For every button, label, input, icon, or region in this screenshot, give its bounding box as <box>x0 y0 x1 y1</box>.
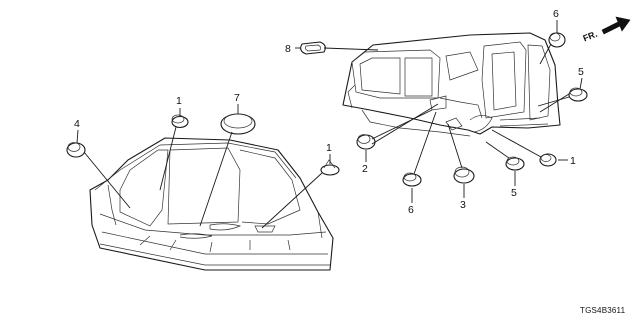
vehicle-body-illustration <box>342 32 561 137</box>
callout-7: 7 <box>234 92 240 104</box>
grommet-part-2 <box>356 134 376 150</box>
callout-6b: 6 <box>408 204 414 216</box>
callout-2: 2 <box>362 163 368 175</box>
callout-1c: 1 <box>570 155 576 167</box>
callout-5b: 5 <box>511 187 517 199</box>
grommet-part-1b <box>320 159 340 176</box>
front-direction-label: FR. <box>581 29 598 44</box>
callout-numbers: 1 1 1 2 3 4 5 5 6 6 7 8 <box>74 8 584 216</box>
callout-8: 8 <box>285 43 291 55</box>
grommet-part-3 <box>453 166 475 184</box>
grommet-part-1c <box>539 153 557 167</box>
callout-4: 4 <box>74 118 80 130</box>
plug-part-7 <box>220 113 256 135</box>
grommet-part-4 <box>66 142 86 158</box>
front-arrow-icon <box>601 16 631 35</box>
callout-5a: 5 <box>578 66 584 78</box>
callout-1b: 1 <box>326 142 332 154</box>
grommet-part-5a <box>568 87 588 102</box>
leader-lines <box>76 20 583 229</box>
diagram-code: TGS4B3611 <box>580 306 626 315</box>
floor-pan-illustration <box>89 137 334 271</box>
plug-part-8 <box>300 41 326 55</box>
front-direction-indicator: FR. <box>581 16 631 44</box>
grommet-part-6a <box>548 32 566 48</box>
callout-3: 3 <box>460 199 466 211</box>
grommet-part-6b <box>402 172 422 187</box>
callout-1a: 1 <box>176 95 182 107</box>
grommet-part-1a <box>171 114 189 129</box>
grommet-part-5b <box>505 156 525 171</box>
callout-6a: 6 <box>553 8 559 20</box>
